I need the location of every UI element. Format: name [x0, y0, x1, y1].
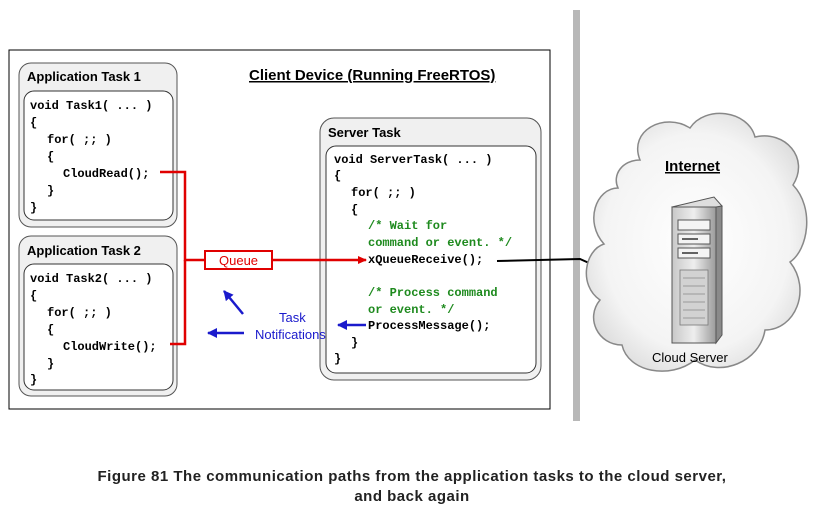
server-code-line: {: [351, 203, 358, 217]
figure-caption-line1: Figure 81 The communication paths from t…: [97, 468, 727, 485]
task1-code-line: }: [47, 184, 54, 198]
task-notifications-label-line1: Task: [279, 310, 306, 325]
server-code-line: ProcessMessage();: [368, 319, 490, 333]
cloudread-to-queue-line: [160, 170, 205, 262]
task1-code-line: CloudRead();: [63, 167, 149, 181]
cloud-server-icon: [671, 196, 723, 345]
task1-code-line: {: [30, 116, 37, 130]
task2-code-line: void Task2( ... ): [30, 272, 152, 286]
queue-label: Queue: [219, 253, 258, 268]
task1-code-line: void Task1( ... ): [30, 99, 152, 113]
server-code-line: xQueueReceive();: [368, 253, 483, 267]
task1-code-line: }: [30, 201, 37, 215]
internet-title: Internet: [665, 158, 720, 175]
server-comment-line: or event. */: [368, 303, 454, 317]
task2-code-line: {: [47, 323, 54, 337]
server-code-line: }: [351, 336, 358, 350]
task2-code-line: CloudWrite();: [63, 340, 157, 354]
server-code-line: void ServerTask( ... ): [334, 153, 492, 167]
task2-title: Application Task 2: [27, 243, 141, 258]
task2-code-line: for( ;; ): [47, 306, 112, 320]
task2-code-box: [23, 263, 174, 391]
cloud-server-label: Cloud Server: [652, 350, 729, 365]
server-comment-line: /* Process command: [368, 286, 498, 300]
task-notifications-label-line2: Notifications: [255, 327, 326, 342]
server-task-title: Server Task: [328, 125, 402, 140]
notification-arrow-up: [223, 290, 244, 315]
server-comment-line: /* Wait for: [368, 219, 447, 233]
server-code-line: for( ;; ): [351, 186, 416, 200]
task1-code-line: for( ;; ): [47, 133, 112, 147]
task2-code-line: }: [30, 373, 37, 387]
task1-title: Application Task 1: [27, 69, 141, 84]
task1-code-line: {: [47, 150, 54, 164]
task1-code-box: [23, 90, 174, 221]
figure-caption-line2: and back again: [354, 488, 470, 505]
client-device-title: Client Device (Running FreeRTOS): [249, 67, 495, 84]
cloudwrite-to-queue-line: [170, 260, 187, 346]
server-comment-line: command or event. */: [368, 236, 512, 250]
task2-code-line: }: [47, 357, 54, 371]
task2-code-line: {: [30, 289, 37, 303]
network-boundary-bar: [573, 10, 580, 421]
server-code-line: {: [334, 169, 341, 183]
server-code-line: }: [334, 352, 341, 366]
